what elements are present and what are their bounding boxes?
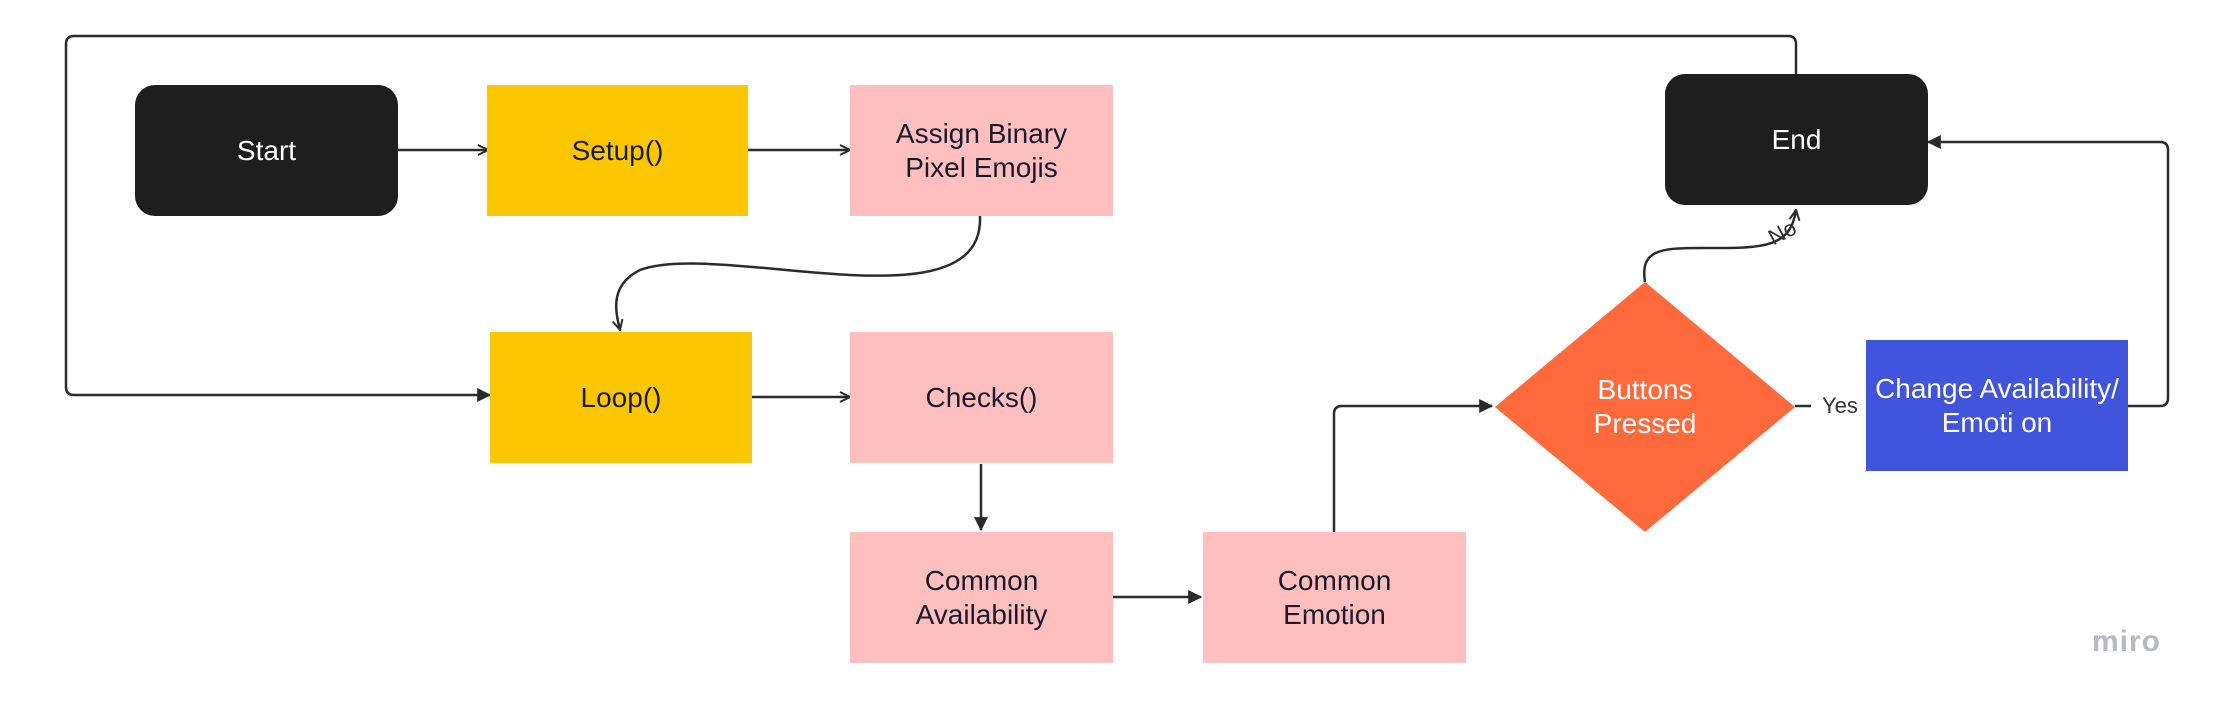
edge-label-yes: Yes	[1822, 393, 1858, 418]
decision-diamond	[1495, 282, 1795, 532]
loop-node[interactable]: Loop()	[490, 332, 752, 463]
checks-label: Checks()	[925, 381, 1038, 413]
common-availability-node[interactable]: Common Availability	[850, 532, 1113, 663]
miro-logo: miro	[2092, 625, 2162, 658]
common-emotion-node[interactable]: Common Emotion	[1203, 532, 1466, 663]
setup-label: Setup()	[571, 134, 664, 166]
edge-emotion-buttons	[1332, 399, 1494, 532]
edge-end-loop	[64, 34, 1798, 402]
common-emotion-label: Common Emotion	[1277, 564, 1392, 630]
setup-node[interactable]: Setup()	[487, 85, 748, 216]
end-node[interactable]: End	[1665, 74, 1928, 205]
common-availability-label: Common Availability	[915, 564, 1048, 630]
checks-node[interactable]: Checks()	[850, 332, 1113, 463]
loop-label: Loop()	[580, 381, 662, 413]
edge-buttons-end-no	[1642, 210, 1796, 283]
change-label: Change Availability/Emoti on	[1875, 372, 2119, 438]
change-availability-emotion-node[interactable]: Change Availability/Emoti on	[1866, 340, 2128, 471]
edge-assign-loop	[616, 215, 982, 330]
buttons-pressed-decision[interactable]: Buttons Pressed	[1495, 282, 1795, 532]
end-label: End	[1771, 123, 1822, 155]
start-label: Start	[236, 134, 297, 166]
assign-binary-pixel-emojis-node[interactable]: Assign Binary Pixel Emojis	[850, 85, 1113, 216]
assign-label: Assign Binary Pixel Emojis	[895, 117, 1068, 183]
edge-change-end	[1926, 135, 2170, 408]
start-node[interactable]: Start	[135, 85, 398, 216]
buttons-pressed-label: Buttons Pressed	[1593, 374, 1697, 439]
